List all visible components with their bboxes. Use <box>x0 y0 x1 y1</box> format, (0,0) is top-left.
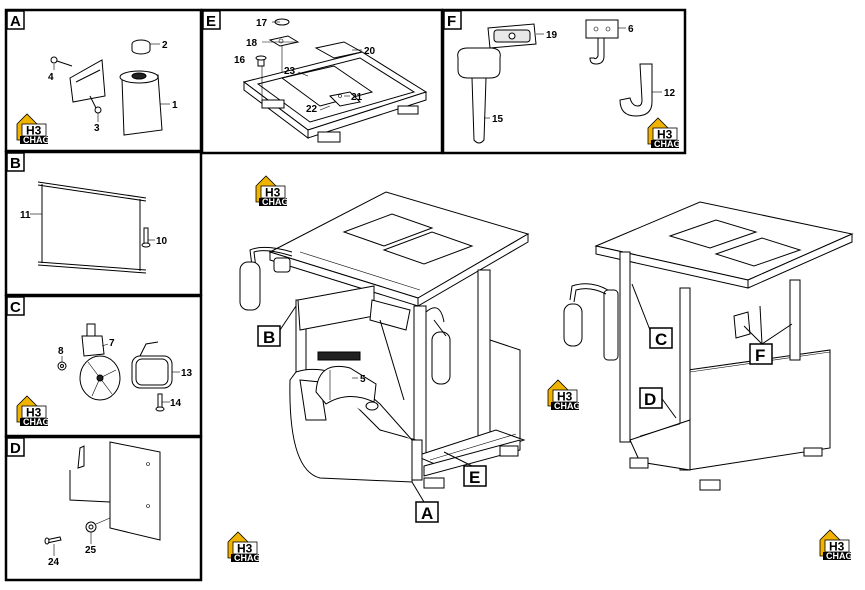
callout-f: F <box>755 346 765 365</box>
part-number-21: 21 <box>351 92 363 103</box>
panel-a: A 2 1 4 3 <box>4 8 203 153</box>
part-number-13: 13 <box>181 368 193 379</box>
section-label-f: F <box>447 13 456 30</box>
part-number-22: 22 <box>306 104 318 115</box>
callout-d: D <box>644 390 656 409</box>
panel-c: C 7 8 13 14 <box>4 294 203 438</box>
part-number-25: 25 <box>85 545 97 556</box>
logo-icon <box>227 531 261 564</box>
part-number-3: 3 <box>94 123 100 134</box>
part-number-8: 8 <box>58 346 64 357</box>
callout-c: C <box>655 330 667 349</box>
part-number-23: 23 <box>284 66 296 77</box>
section-label-c: C <box>10 299 21 316</box>
callout-b: B <box>263 328 275 347</box>
panel-e: E 17 18 16 20 23 21 22 <box>200 8 444 155</box>
part-number-1: 1 <box>172 100 178 111</box>
part-number-2: 2 <box>162 40 168 51</box>
section-label-d: D <box>10 440 21 457</box>
part-number-7: 7 <box>109 338 115 349</box>
cab-rear-view: C F D <box>547 201 854 491</box>
callout-a: A <box>421 504 433 523</box>
panel-b: B 11 10 <box>4 150 203 297</box>
part-number-4: 4 <box>48 72 54 83</box>
cab-front-view: A B E 5 <box>239 175 530 523</box>
panel-f: F 19 6 12 15 <box>441 8 687 155</box>
logo-icon <box>547 379 581 412</box>
part-number-20: 20 <box>364 46 376 57</box>
part-number-19: 19 <box>546 30 558 41</box>
part-number-12: 12 <box>664 88 676 99</box>
logo-icon <box>255 175 289 208</box>
part-number-6: 6 <box>628 24 634 35</box>
section-label-e: E <box>206 13 216 30</box>
panel-d: D 25 24 <box>4 435 203 582</box>
part-number-24: 24 <box>48 557 60 568</box>
part-number-5: 5 <box>360 374 366 385</box>
callout-e: E <box>469 468 480 487</box>
part-number-17: 17 <box>256 18 268 29</box>
logo-icon <box>819 529 853 562</box>
section-label-b: B <box>10 155 21 172</box>
part-number-15: 15 <box>492 114 504 125</box>
part-number-18: 18 <box>246 38 258 49</box>
part-number-11: 11 <box>20 210 31 221</box>
part-number-14: 14 <box>170 398 182 409</box>
section-label-a: A <box>10 13 21 30</box>
part-number-16: 16 <box>234 55 246 66</box>
part-number-10: 10 <box>156 236 168 247</box>
